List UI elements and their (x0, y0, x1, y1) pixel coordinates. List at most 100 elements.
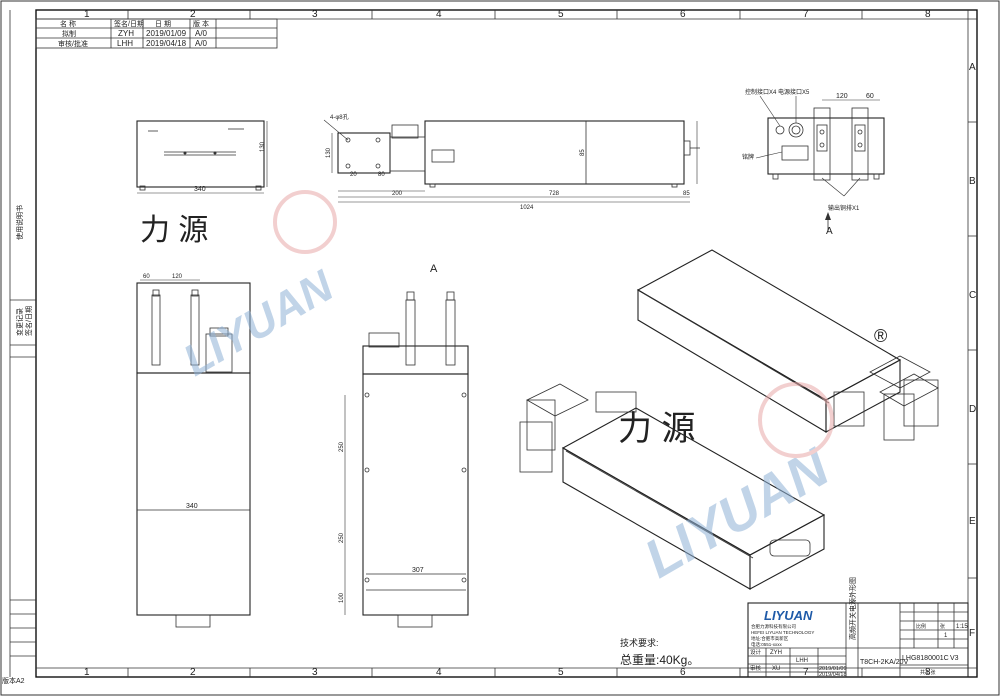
row-grid (968, 121, 977, 579)
notes-title: 技术要求: (620, 637, 659, 648)
topright-callout-3: 铭牌 (742, 153, 754, 161)
dim-side-h1: 130 (326, 147, 332, 158)
watermark-text-upper: LIYUAN (175, 261, 342, 386)
rev-header-date: 日 期 (155, 20, 171, 28)
dim-bm-width: 307 (412, 567, 424, 574)
dim-side-h2: 85 (580, 149, 586, 156)
front-view (136, 120, 268, 194)
signer-1-role: 设计 (750, 648, 762, 656)
col-1-top: 1 (84, 9, 90, 20)
dim-bl-top1: 60 (143, 274, 150, 280)
col-2-top: 2 (190, 9, 196, 20)
company-line-3: 地址:合肥市高新区 (751, 635, 789, 642)
title-block (747, 602, 969, 678)
rev-header-sign: 签名/日期 (114, 19, 144, 28)
rev-row1-date: 2019/01/09 (146, 29, 187, 38)
scale-value: 1:15 (956, 624, 968, 630)
dim-front-width: 340 (194, 186, 206, 193)
topright-callout-4: 输出铜排X1 (828, 204, 860, 212)
company-line-4: 电话:0551-xxxx (751, 641, 783, 648)
rev-row2-date: 2019/04/18 (146, 39, 187, 48)
rev-header-version: 版 本 (193, 19, 209, 28)
col-5-bottom: 5 (558, 667, 564, 678)
col-3-bottom: 3 (312, 667, 318, 678)
rev-row1-name: 拟制 (62, 29, 76, 38)
signer-1-check: LHH (796, 658, 808, 664)
col-4-bottom: 4 (436, 667, 442, 678)
rev-row1-sign: ZYH (118, 29, 134, 38)
version-number: V3 (950, 655, 959, 662)
inner-border (35, 9, 978, 678)
side-note-1: 使用说明书 (15, 205, 24, 240)
col-2-bottom: 2 (190, 667, 196, 678)
label-sheet: 张 (940, 623, 945, 630)
side-note-3: 签名/日期 (24, 306, 33, 336)
company-logo-text: LIYUAN (764, 608, 813, 623)
dim-bl-top2: 120 (172, 274, 183, 280)
col-7-top: 7 (803, 9, 809, 20)
signer-1-name: ZYH (770, 650, 782, 656)
topright-callout-2: 电源接口X5 (778, 88, 810, 96)
dim-bm-d1: 250 (339, 441, 345, 452)
signer-2-date: 2019/04/18 (819, 672, 847, 678)
side-note-2: 变更记录 (15, 308, 24, 336)
dim-side-c: 20 (350, 172, 357, 178)
col-3-top: 3 (312, 9, 318, 20)
view-a-label: A (430, 263, 438, 275)
rev-row1-version: A/0 (195, 29, 208, 38)
dim-side-body: 728 (549, 191, 560, 197)
signer-2-role: 审核 (750, 664, 762, 672)
watermark-text-lower: LIYUAN (635, 437, 840, 590)
col-6-bottom: 6 (680, 667, 686, 678)
col-7-bottom: 7 (803, 667, 809, 678)
left-side-strip (9, 10, 36, 677)
model-number: T8CH-2KA/20V (860, 659, 909, 666)
company-line-1: 合肥力源科技有限公司 (751, 623, 796, 630)
dim-side-a: 200 (392, 191, 403, 197)
dim-bm-d2: 250 (339, 532, 345, 543)
row-A: A (969, 62, 976, 73)
sheets-value: 1 (944, 633, 948, 639)
rev-header-name: 名 称 (60, 19, 76, 28)
signer-2-name: XU (772, 666, 780, 672)
notes-weight: 总重量:40Kg。 (620, 653, 699, 667)
row-D: D (969, 404, 976, 415)
signer-1-date: 2019/01/09 (819, 666, 847, 672)
company-line-2: HEFEI LIYUAN TECHNOLOGY (751, 630, 814, 635)
top-view-left (136, 279, 251, 628)
col-1-bottom: 1 (84, 667, 90, 678)
view-a-drawing (344, 291, 469, 628)
dim-front-height: 130 (260, 141, 266, 152)
side-view (323, 119, 700, 203)
col-8-bottom: 8 (925, 667, 931, 678)
dim-side-tail: 85 (683, 191, 690, 197)
row-E: E (969, 516, 976, 527)
dim-side-b: 80 (378, 172, 385, 178)
arrow-a-label: A (826, 226, 833, 237)
dim-bm-d3: 100 (339, 592, 345, 603)
column-grid (127, 10, 863, 677)
topright-callout-1: 控制接口X4 (745, 88, 777, 96)
rev-row2-name: 审核/批准 (58, 39, 88, 48)
drawing-title: 高频开关电源外形图 (848, 577, 857, 640)
dim-topright-1: 120 (836, 93, 848, 100)
revision-table (35, 18, 278, 49)
dim-bl-width: 340 (186, 503, 198, 510)
row-C: C (969, 290, 976, 301)
corner-label: 版本A2 (2, 676, 25, 685)
rev-row2-sign: LHH (117, 39, 133, 48)
isometric-view-upper (636, 249, 939, 441)
doc-number: LHG8180001C (902, 655, 949, 662)
dim-side-total: 1024 (520, 205, 534, 211)
col-6-top: 6 (680, 9, 686, 20)
isometric-view-lower (519, 383, 826, 590)
row-F: F (969, 628, 975, 639)
label-scale: 比例 (916, 623, 926, 630)
watermark-reg: ® (874, 326, 887, 346)
col-8-top: 8 (925, 9, 931, 20)
row-B: B (969, 176, 976, 187)
end-view-a (755, 95, 885, 232)
dim-topright-2: 60 (866, 93, 874, 100)
